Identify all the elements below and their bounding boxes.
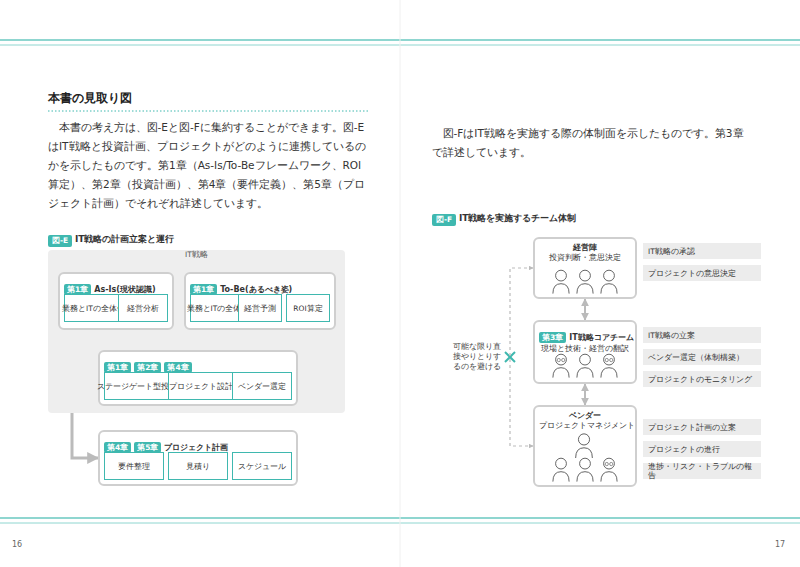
box-text: 業務とITの全体像: [62, 304, 125, 313]
team-box: 経営陣投資判断・意思決定: [533, 237, 637, 299]
role-box: プロジェクト計画の立案: [643, 419, 761, 435]
people-illustration: [553, 270, 617, 481]
role-box: IT戦略の承認: [643, 243, 761, 259]
group-box: 第1章第2章第4章ステージゲート型投資計画プロジェクト設計ベンダー選定: [98, 350, 298, 406]
box-heading: As-Is(現状認識): [94, 285, 155, 294]
page-number: 16: [12, 540, 22, 549]
box-text: プロジェクトの意思決定: [648, 269, 736, 278]
item-box: 要件整理: [104, 452, 164, 480]
box-heading: To-Be(あるべき姿): [220, 285, 292, 294]
item-box: プロジェクト設計: [168, 372, 233, 400]
item-box: ベンダー選定: [232, 372, 292, 400]
box-text: スケジュール: [238, 462, 286, 471]
figure-number: 図-E: [48, 235, 72, 247]
role-box: プロジェクトのモニタリング: [643, 371, 761, 387]
box-text: プロジェクトのモニタリング: [648, 375, 752, 384]
arrow-connector: [584, 299, 586, 320]
team-box: 第3章IT戦略コアチーム現場と技術・経営の翻訳: [533, 320, 637, 384]
role-box: プロジェクトの進行: [643, 441, 761, 457]
box-heading: 経営陣: [539, 242, 631, 253]
box-text: プロジェクトの進行: [648, 445, 720, 454]
item-box: 経営予測: [238, 294, 282, 322]
box-text: 経営予測: [244, 304, 276, 313]
figure-number: 図-F: [432, 214, 456, 226]
box-text: 投資判断・意思決定: [539, 253, 631, 264]
dashed-connector: [510, 268, 533, 446]
item-box: スケジュール: [232, 452, 292, 480]
box-heading: IT戦略コアチーム: [569, 333, 633, 342]
team-box: ベンダープロジェクトマネジメント: [533, 405, 637, 487]
connector-note: 可能な限り直接やりとりするのを避ける: [452, 342, 502, 371]
group-box: 第4章第5章プロジェクト計画要件整理見積りスケジュール: [98, 430, 298, 486]
arrow-connector: [584, 384, 586, 405]
item-box: 業務とITの全体像: [64, 294, 123, 322]
box-text: プロジェクト計画の立案: [648, 423, 736, 432]
group-box: 第1章To-Be(あるべき姿)業務とITの全体像経営予測ROI算定: [184, 272, 336, 330]
box-text: 見積り: [186, 462, 210, 471]
page-number: 17: [775, 540, 785, 549]
box-text: ベンダー選定（体制構築）: [648, 353, 744, 362]
item-box: 経営分析: [118, 294, 168, 322]
role-box: 進捗・リスク・トラブルの報告: [643, 463, 761, 479]
box-text: ROI算定: [293, 304, 322, 313]
item-box: 見積り: [168, 452, 228, 480]
figure-title: IT戦略の計画立案と運行: [75, 233, 175, 246]
box-text: 経営分析: [127, 304, 159, 313]
box-text: IT戦略の承認: [648, 247, 695, 256]
role-box: IT戦略の立案: [643, 327, 761, 343]
body-text: 本書の考え方は、図-Eと図-Fに集約することができます。図-EはIT戦略と投資計…: [48, 118, 370, 213]
section-heading: 本書の見取り図: [48, 90, 132, 107]
box-heading: ベンダー: [539, 410, 631, 421]
box-text: IT戦略: [48, 250, 345, 260]
box-text: 現場と技術・経営の翻訳: [539, 344, 631, 355]
role-box: プロジェクトの意思決定: [643, 265, 761, 281]
body-text: 図-FはIT戦略を実施する際の体制面を示したものです。第3章で詳述しています。: [432, 124, 754, 162]
role-box: ベンダー選定（体制構築）: [643, 349, 761, 365]
box-text: プロジェクトマネジメント: [539, 421, 631, 432]
region-panel: IT戦略第1章As-Is(現状認識)業務とITの全体像経営分析第1章To-Be(…: [48, 250, 345, 413]
box-text: プロジェクト設計: [169, 382, 233, 391]
box-text: IT戦略の立案: [648, 331, 695, 340]
box-text: ベンダー選定: [238, 382, 286, 391]
group-box: 第1章As-Is(現状認識)業務とITの全体像経営分析: [58, 272, 174, 330]
box-text: 要件整理: [118, 462, 150, 471]
box-heading: プロジェクト計画: [164, 443, 228, 452]
box-text: 進捗・リスク・トラブルの報告: [648, 462, 756, 480]
figure-title: IT戦略を実施するチーム体制: [459, 212, 577, 225]
chapter-tag: 第3章: [539, 332, 566, 343]
item-box: ROI算定: [286, 294, 330, 322]
